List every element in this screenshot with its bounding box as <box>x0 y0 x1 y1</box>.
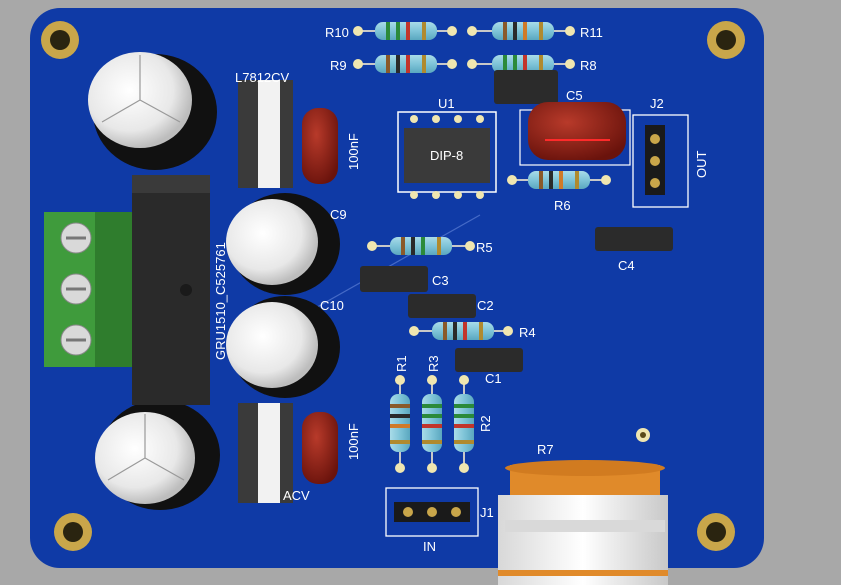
dip8-label: DIP-8 <box>430 148 463 163</box>
resistor-r8 <box>467 55 575 73</box>
smd-capacitor-c1 <box>455 348 523 372</box>
film-capacitor-bottom <box>302 412 338 484</box>
resistor-r6 <box>507 171 611 189</box>
potentiometer-r7 <box>498 460 668 585</box>
c9-label: C9 <box>330 207 347 222</box>
resistor-r9 <box>353 55 457 73</box>
film-capacitor-top <box>302 108 338 184</box>
r1-label: R1 <box>394 355 409 372</box>
resistor-r11 <box>467 22 575 40</box>
r8-label: R8 <box>580 58 597 73</box>
resistor-r4 <box>409 322 513 340</box>
electrolytic-capacitor-bottom <box>95 400 220 510</box>
terminal-block <box>44 212 134 367</box>
c5-label: C5 <box>566 88 583 103</box>
c2-label: C2 <box>477 298 494 313</box>
electrolytic-capacitor-c10 <box>226 296 340 398</box>
mounting-hole-icon <box>41 21 79 59</box>
connector-j2 <box>632 114 689 208</box>
regulator-bottom-label: ACV <box>283 488 310 503</box>
smd-capacitor-c2 <box>408 294 476 318</box>
electrolytic-capacitor-c9 <box>226 193 340 295</box>
regulator-top-label: L7812CV <box>235 70 290 85</box>
c1-label: C1 <box>485 371 502 386</box>
resistor-r2 <box>454 375 474 473</box>
r11-label: R11 <box>580 25 603 40</box>
terminal-screw-icon <box>60 222 92 254</box>
regulator-top <box>238 80 293 188</box>
bridge-label: GRU1510_C525761 <box>213 242 228 360</box>
r5-label: R5 <box>476 240 493 255</box>
ic-u1 <box>397 111 497 199</box>
electrolytic-capacitor-top <box>88 52 217 170</box>
resistor-r1 <box>390 375 410 473</box>
smd-capacitor-c3 <box>360 266 428 292</box>
bridge-rectifier <box>132 175 210 405</box>
out-label: OUT <box>694 151 709 179</box>
j2-label: J2 <box>650 96 664 111</box>
c10-label: C10 <box>320 298 344 313</box>
regulator-bottom <box>238 403 293 503</box>
terminal-screw-icon <box>60 324 92 356</box>
pot-mount-hole <box>636 428 650 442</box>
mounting-hole-icon <box>707 21 745 59</box>
film-capacitor-c5 <box>519 102 631 166</box>
r3-label: R3 <box>426 355 441 372</box>
smd-capacitor-c4 <box>595 227 673 251</box>
r9-label: R9 <box>330 58 347 73</box>
r6-label: R6 <box>554 198 571 213</box>
c4-label: C4 <box>618 258 635 273</box>
j1-label: J1 <box>480 505 494 520</box>
r2-label: R2 <box>478 415 493 432</box>
resistor-r3 <box>422 375 442 473</box>
resistor-r10 <box>353 22 457 40</box>
u1-label: U1 <box>438 96 455 111</box>
resistor-r5 <box>367 237 475 255</box>
cap-top-label: 100nF <box>346 133 361 170</box>
r4-label: R4 <box>519 325 536 340</box>
r7-label: R7 <box>537 442 554 457</box>
smd-capacitor-c5-top <box>494 70 558 104</box>
connector-j1 <box>385 487 479 537</box>
cap-bottom-label: 100nF <box>346 423 361 460</box>
terminal-screw-icon <box>60 273 92 305</box>
r10-label: R10 <box>325 25 349 40</box>
mounting-hole-icon <box>54 513 92 551</box>
in-label: IN <box>423 539 436 554</box>
mounting-hole-icon <box>697 513 735 551</box>
c3-label: C3 <box>432 273 449 288</box>
